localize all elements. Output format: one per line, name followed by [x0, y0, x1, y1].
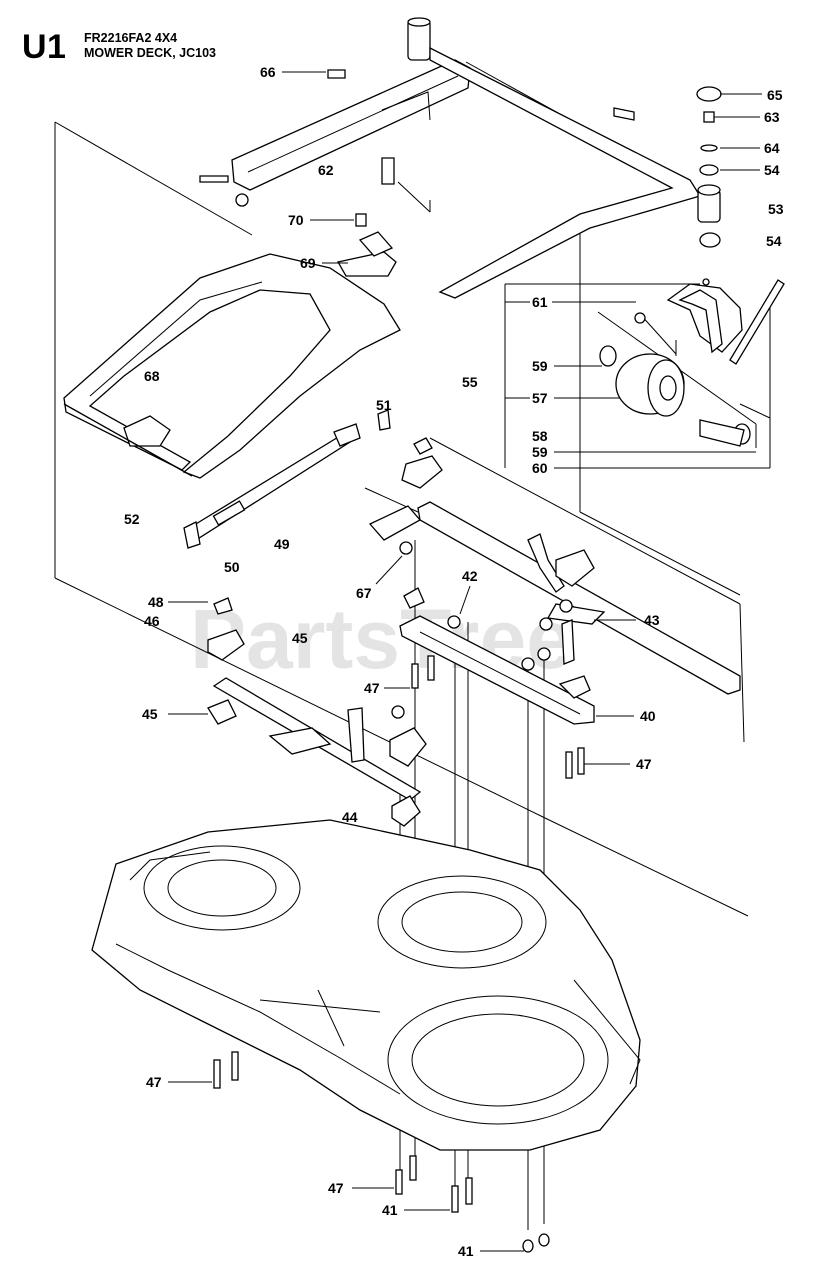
diagram-title: MOWER DECK, JC103 [84, 46, 216, 60]
callout-47-bottom: 47 [328, 1180, 344, 1196]
model-number: FR2216FA2 4X4 [84, 31, 178, 45]
pivot-bushings [696, 86, 722, 248]
bushings-and-clamps [207, 437, 595, 827]
callout-51: 51 [376, 397, 392, 413]
callout-61: 61 [532, 294, 548, 310]
callout-55: 55 [462, 374, 478, 390]
callout-60: 60 [532, 460, 548, 476]
callout-53: 53 [768, 201, 784, 217]
callout-62: 62 [318, 162, 334, 178]
callout-47-upper: 47 [364, 680, 380, 696]
callout-41-lower: 41 [458, 1243, 474, 1259]
callout-54-bottom: 54 [766, 233, 782, 249]
callout-66: 66 [260, 64, 276, 80]
callout-50: 50 [224, 559, 240, 575]
callout-65: 65 [767, 87, 783, 103]
section-code: U1 [22, 28, 67, 66]
leader-lines [168, 71, 770, 1252]
callout-43: 43 [644, 612, 660, 628]
callout-45-mid: 45 [292, 630, 308, 646]
lift-arm-assembly [199, 17, 702, 299]
callout-54-top: 54 [764, 162, 780, 178]
callout-46: 46 [144, 613, 160, 629]
callout-47-left: 47 [146, 1074, 162, 1090]
callout-labels: 66 65 63 64 54 53 54 62 70 69 61 68 59 5… [124, 64, 784, 1259]
callout-49: 49 [274, 536, 290, 552]
callout-63: 63 [764, 109, 780, 125]
front-bracket [336, 157, 397, 277]
callout-52: 52 [124, 511, 140, 527]
callout-48: 48 [148, 594, 164, 610]
callout-64: 64 [764, 140, 780, 156]
callout-59-top: 59 [532, 358, 548, 374]
callout-47-right: 47 [636, 756, 652, 772]
bolts [213, 655, 585, 1253]
front-frame [63, 253, 401, 479]
callout-59-bottom: 59 [532, 444, 548, 460]
callout-41-upper: 41 [382, 1202, 398, 1218]
callout-67: 67 [356, 585, 372, 601]
gauge-wheel-assembly [599, 278, 785, 447]
callout-57: 57 [532, 390, 548, 406]
mower-deck [91, 819, 641, 1151]
callout-58: 58 [532, 428, 548, 444]
callout-45-left: 45 [142, 706, 158, 722]
callout-42: 42 [462, 568, 478, 584]
deck-lift-assembly [212, 501, 741, 801]
callout-70: 70 [288, 212, 304, 228]
adjust-rod [183, 409, 391, 549]
callout-69: 69 [300, 255, 316, 271]
callout-40: 40 [640, 708, 656, 724]
callout-68: 68 [144, 368, 160, 384]
callout-44: 44 [342, 809, 358, 825]
